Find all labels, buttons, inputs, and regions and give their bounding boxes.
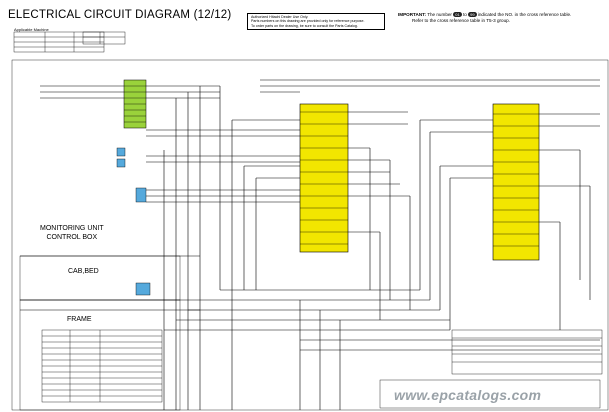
diagram-title: ELECTRICAL CIRCUIT DIAGRAM (12/12) bbox=[8, 9, 232, 21]
controller-right-pins bbox=[493, 113, 539, 247]
blue-connector bbox=[116, 158, 126, 168]
green-connector-pins bbox=[124, 85, 146, 123]
notice-line: Authorized Hitachi Dealer Use Only. bbox=[251, 15, 309, 19]
important-text-a: The number bbox=[427, 12, 452, 17]
cab-bed-label: CAB,BED bbox=[68, 268, 99, 275]
applicable-machine-table bbox=[13, 31, 126, 53]
bottom-right-connectors bbox=[379, 329, 603, 409]
watermark: www.epcatalogs.com bbox=[394, 387, 542, 403]
diagram-border bbox=[11, 59, 609, 411]
important-label: IMPORTANT: bbox=[398, 12, 426, 17]
controller-left-pins bbox=[300, 111, 348, 245]
monitoring-unit-label: MONITORING UNIT CONTROL BOX bbox=[40, 224, 104, 242]
reference-number-start: 01 bbox=[453, 12, 462, 18]
left-bus bbox=[20, 85, 300, 410]
blue-connector bbox=[116, 147, 126, 157]
blue-connector bbox=[135, 282, 151, 296]
dealer-notice: Authorized Hitachi Dealer Use Only. Part… bbox=[247, 13, 385, 31]
monitoring-line2: CONTROL BOX bbox=[46, 234, 98, 241]
applicable-machine-label: Applicable Machine bbox=[14, 27, 49, 32]
notice-line: To order parts on the drawing, be sure t… bbox=[251, 23, 358, 28]
frame-label: FRAME bbox=[67, 316, 92, 323]
frame-connector-rows bbox=[42, 330, 162, 402]
important-text-b: to bbox=[462, 12, 467, 17]
blue-connector bbox=[135, 187, 147, 203]
controller-unit-right bbox=[492, 103, 540, 261]
controller-unit-left bbox=[299, 103, 349, 253]
important-line2: Refer to the cross reference table in T5… bbox=[412, 18, 510, 23]
reference-number-end: 99 bbox=[468, 12, 477, 18]
important-note: IMPORTANT: The number 01 to 99 indicated… bbox=[398, 12, 606, 24]
center-harness bbox=[164, 79, 600, 410]
monitoring-line1: MONITORING UNIT bbox=[40, 225, 104, 232]
important-text-c: indicated the NO. in the cross reference… bbox=[477, 12, 572, 17]
notice-line: Parts numbers on this drawing are provid… bbox=[251, 19, 365, 24]
